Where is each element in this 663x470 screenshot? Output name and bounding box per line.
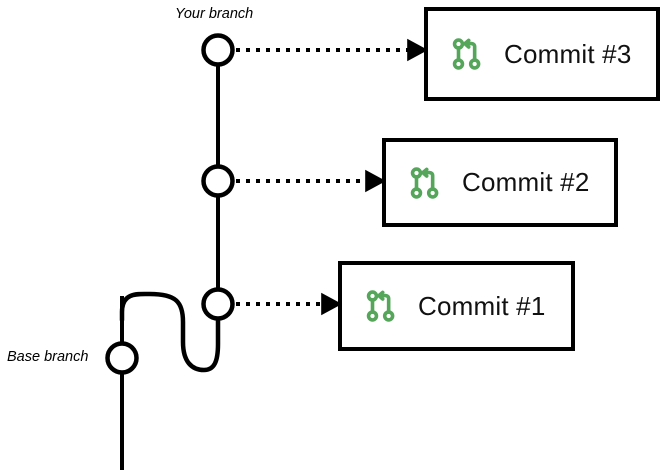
commit-card-2-label: Commit #2 — [462, 167, 590, 197]
commit-card-3[interactable]: Commit #3 — [424, 7, 660, 101]
base-branch-node[interactable] — [105, 341, 139, 375]
your-branch-label: Your branch — [175, 6, 254, 22]
commit-card-1-label: Commit #1 — [418, 290, 546, 321]
branch-fork-scurve — [119, 291, 221, 373]
commit-card-1[interactable]: Commit #1 — [338, 261, 575, 351]
commit-node-3[interactable] — [201, 33, 235, 67]
commit-node-1[interactable] — [201, 287, 235, 321]
git-commit-branch-icon — [366, 290, 395, 322]
git-commit-branch-icon — [452, 38, 481, 70]
commit-card-3-label: Commit #3 — [504, 38, 632, 69]
git-commit-branch-icon — [410, 166, 439, 199]
base-branch-label: Base branch — [7, 349, 89, 365]
commit-card-2[interactable]: Commit #2 — [382, 138, 618, 227]
commit-node-2[interactable] — [201, 164, 235, 198]
